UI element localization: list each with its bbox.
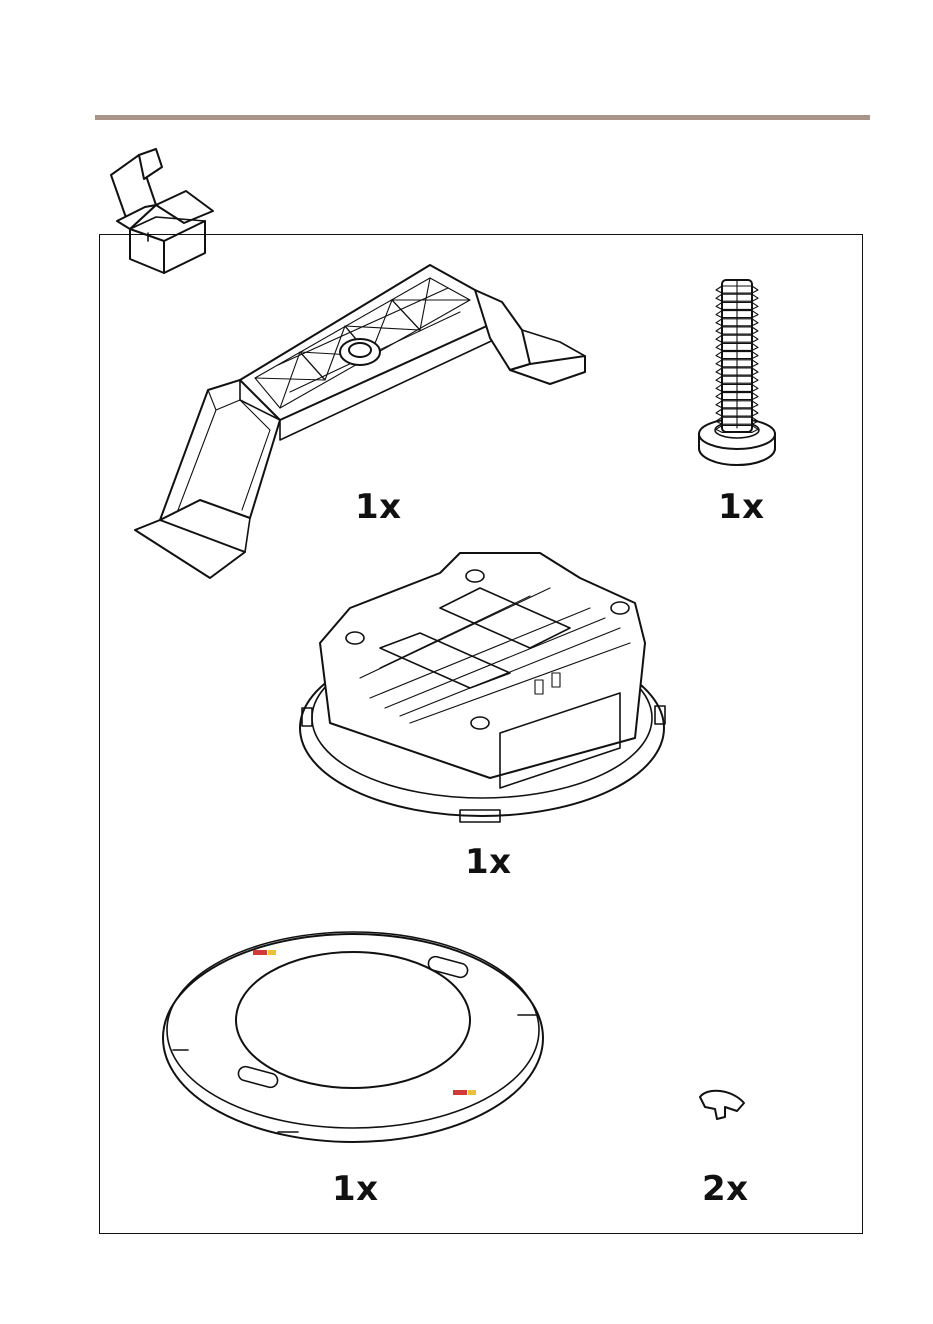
clip-icon [697,1085,747,1125]
plastic-screw-anchor-icon [692,268,782,473]
trim-ring-icon [158,920,548,1145]
top-rule [95,115,870,120]
recessed-mount-base-icon [290,548,675,833]
trim-ring-quantity: 1x [332,1172,379,1206]
screw-quantity: 1x [718,490,765,524]
clip-quantity: 2x [702,1172,749,1206]
mounting-bracket-icon [130,260,590,580]
mount-quantity: 1x [465,845,512,879]
bracket-quantity: 1x [355,490,402,524]
